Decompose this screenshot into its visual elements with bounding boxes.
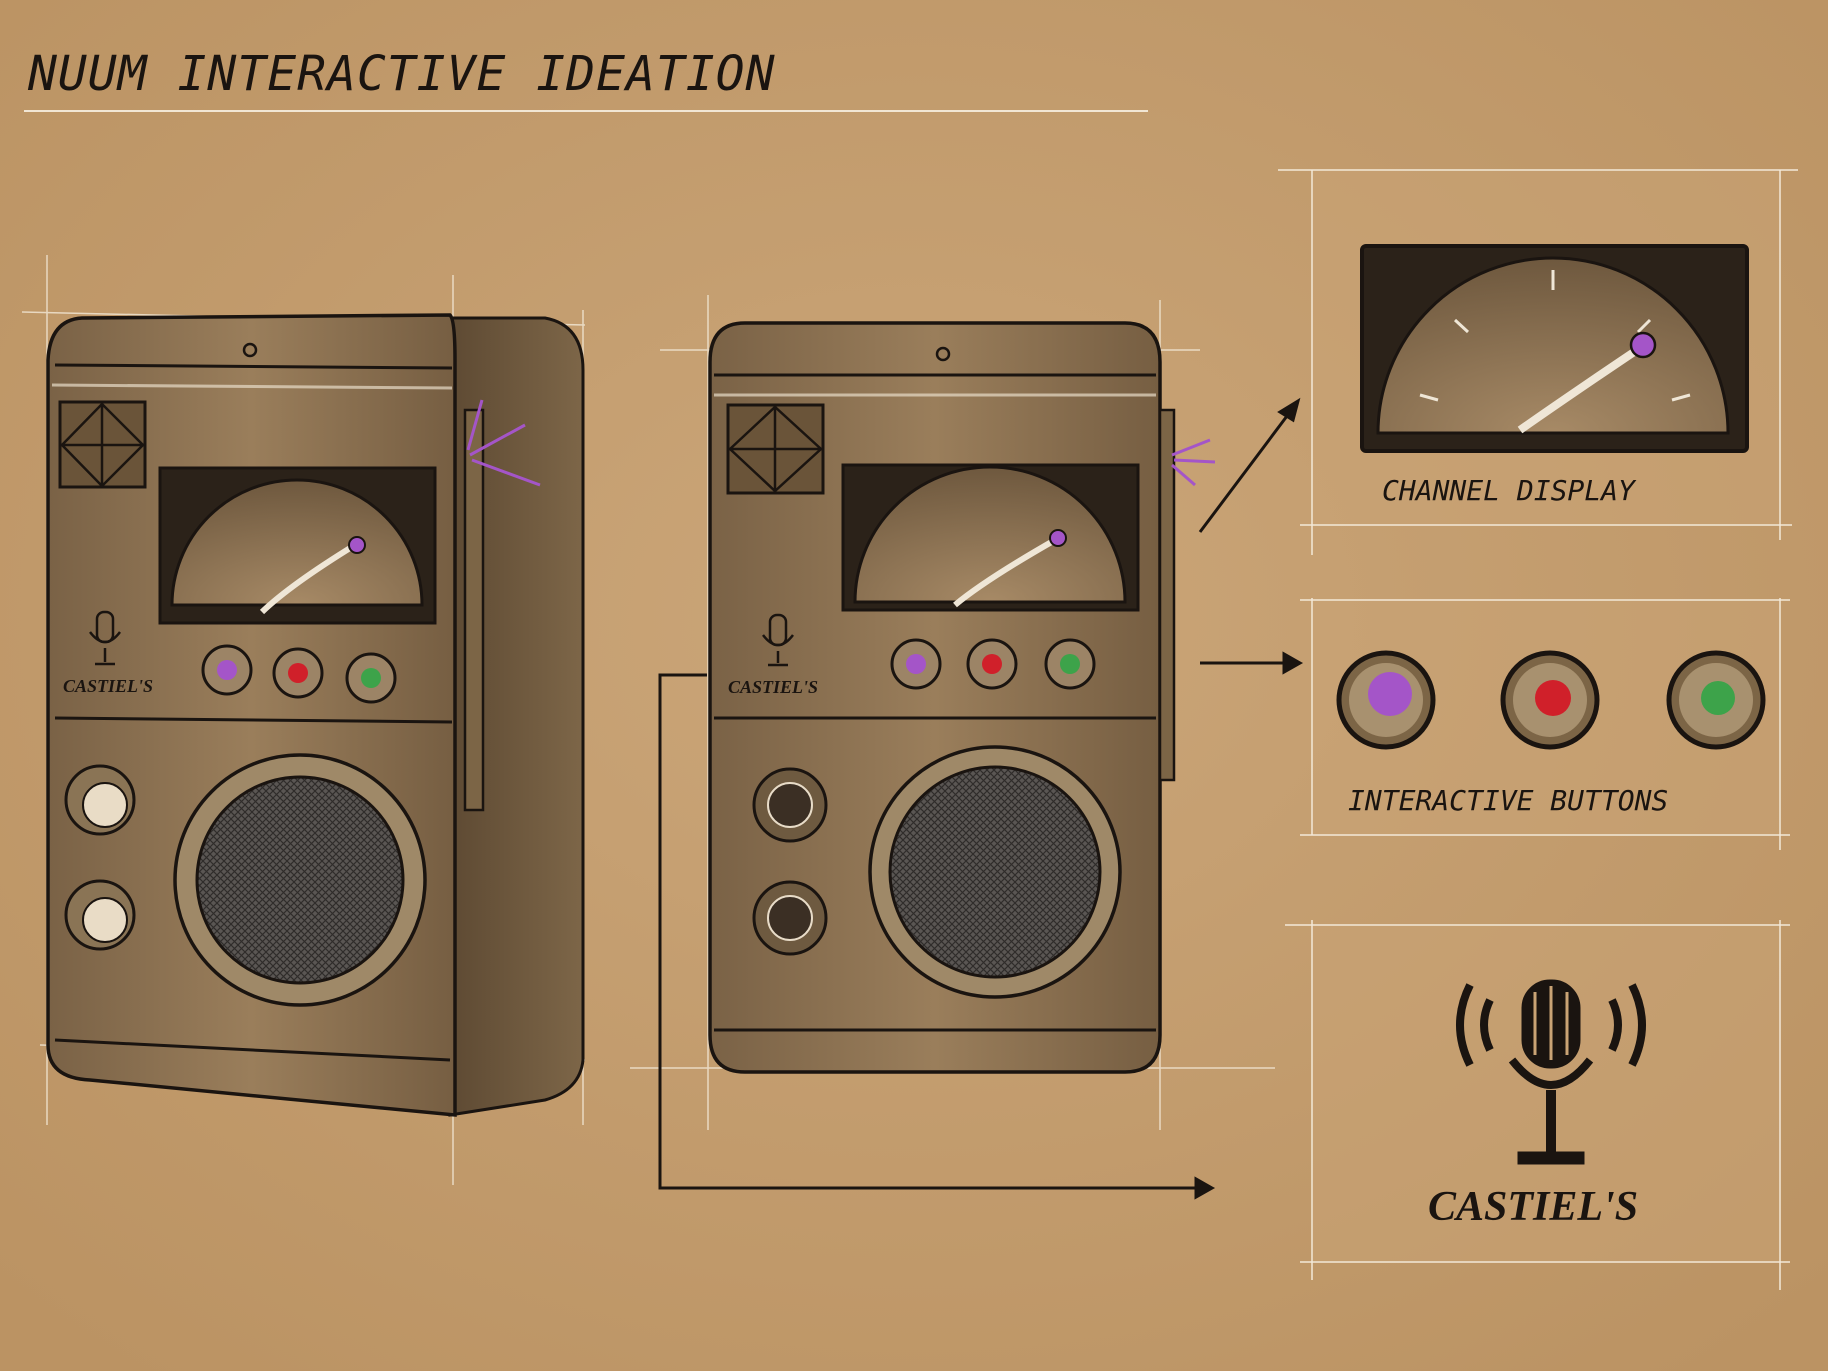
microphone-logo-icon [1456, 979, 1646, 1165]
callout-interactive-buttons: INTERACTIVE BUTTONS [1300, 598, 1790, 850]
logo-brand-text: CASTIEL'S [1428, 1184, 1638, 1230]
radio-buttons [201, 644, 397, 704]
radio-front: CASTIEL'S [630, 295, 1275, 1130]
interactive-buttons-label: INTERACTIVE BUTTONS [1348, 784, 1668, 817]
radio-brand-label: CASTIEL'S [63, 676, 153, 696]
radio-perspective: CASTIEL'S [21, 255, 586, 1185]
radio-brand-label-front: CASTIEL'S [728, 677, 818, 697]
callout-logo: CASTIEL'S [1285, 920, 1790, 1290]
radio-buttons-front [890, 638, 1096, 690]
callout-arrows [658, 397, 1304, 1200]
callout-channel-display: CHANNEL DISPLAY [1278, 169, 1798, 555]
page-title: NUUM INTERACTIVE IDEATION [27, 46, 776, 102]
channel-display-label: CHANNEL DISPLAY [1382, 474, 1637, 507]
